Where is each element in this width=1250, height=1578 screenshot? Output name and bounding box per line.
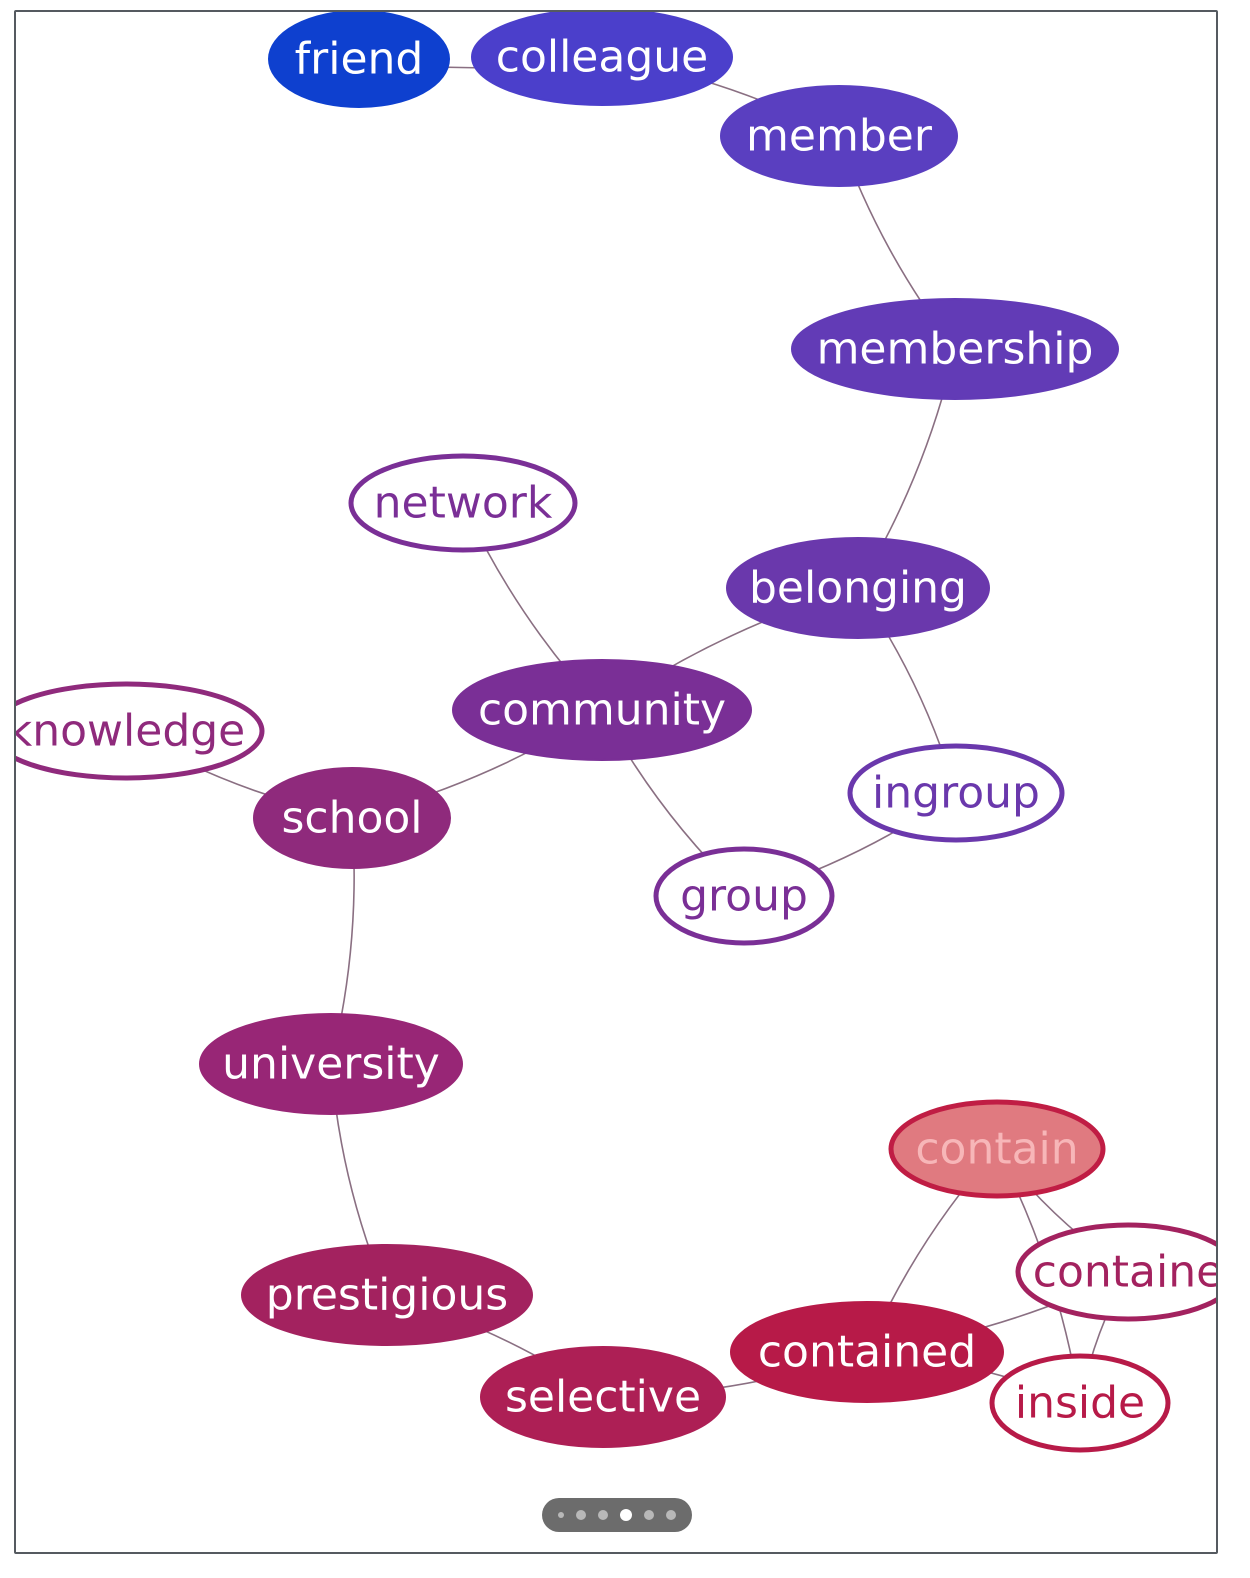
node-contained-label: contained — [758, 1327, 976, 1378]
node-membership-label: membership — [817, 324, 1094, 375]
node-network[interactable]: network — [348, 453, 578, 553]
node-prestigious-label: prestigious — [266, 1270, 508, 1321]
node-selective-shape — [480, 1346, 726, 1448]
node-community-label: community — [478, 685, 726, 736]
node-inside-shape — [989, 1353, 1171, 1453]
node-belonging-label: belonging — [749, 563, 967, 614]
node-university-label: university — [222, 1039, 440, 1090]
node-ingroup[interactable]: ingroup — [847, 743, 1065, 843]
node-containe-shape — [1015, 1222, 1216, 1322]
node-membership[interactable]: membership — [791, 298, 1119, 400]
page-dot-5[interactable] — [644, 1510, 654, 1520]
node-community-shape — [452, 659, 752, 761]
node-knowledge-shape — [16, 681, 265, 781]
node-selective[interactable]: selective — [480, 1346, 726, 1448]
node-ingroup-shape — [847, 743, 1065, 843]
node-prestigious[interactable]: prestigious — [241, 1244, 533, 1346]
node-colleague-label: colleague — [496, 32, 708, 83]
page-dot-3[interactable] — [598, 1510, 608, 1520]
page-dot-2[interactable] — [576, 1510, 586, 1520]
node-community[interactable]: community — [452, 659, 752, 761]
node-friend[interactable]: friend — [268, 11, 450, 108]
node-belonging-shape — [726, 537, 990, 639]
node-contained[interactable]: contained — [730, 1301, 1004, 1403]
node-belonging[interactable]: belonging — [726, 537, 990, 639]
node-containe-label: containe — [1033, 1247, 1223, 1298]
node-school[interactable]: school — [253, 767, 451, 869]
node-group-label: group — [680, 871, 808, 922]
node-university-shape — [199, 1013, 463, 1115]
node-ingroup-label: ingroup — [872, 768, 1040, 819]
node-inside[interactable]: inside — [989, 1353, 1171, 1453]
page-dot-6[interactable] — [666, 1510, 676, 1520]
node-friend-label: friend — [295, 34, 424, 85]
node-contain-shape — [888, 1099, 1106, 1199]
node-university[interactable]: university — [199, 1013, 463, 1115]
node-colleague-shape — [471, 12, 733, 106]
page-dot-4[interactable] — [620, 1509, 632, 1521]
node-contain-label: contain — [915, 1124, 1078, 1175]
node-inside-label: inside — [1015, 1378, 1145, 1429]
node-containe[interactable]: containe — [1015, 1222, 1238, 1322]
node-knowledge-label: knowledge — [7, 706, 246, 757]
node-group-shape — [653, 846, 835, 946]
node-selective-label: selective — [505, 1372, 701, 1423]
node-prestigious-shape — [241, 1244, 533, 1346]
node-contain[interactable]: contain — [888, 1099, 1106, 1199]
node-group[interactable]: group — [653, 846, 835, 946]
node-network-label: network — [374, 478, 553, 529]
node-school-label: school — [281, 793, 422, 844]
node-network-shape — [348, 453, 578, 553]
node-school-shape — [253, 767, 451, 869]
node-member[interactable]: member — [720, 85, 958, 187]
nodes-layer: friend colleague member membership network be… — [0, 9, 1238, 1453]
page-indicator[interactable] — [542, 1498, 692, 1532]
page-dot-1[interactable] — [558, 1512, 564, 1518]
node-contained-shape — [730, 1301, 1004, 1403]
node-colleague[interactable]: colleague — [471, 9, 733, 106]
node-member-shape — [720, 85, 958, 187]
node-friend-shape — [268, 12, 450, 108]
node-member-label: member — [746, 111, 933, 162]
node-knowledge[interactable]: knowledge — [0, 681, 265, 781]
node-membership-shape — [791, 298, 1119, 400]
